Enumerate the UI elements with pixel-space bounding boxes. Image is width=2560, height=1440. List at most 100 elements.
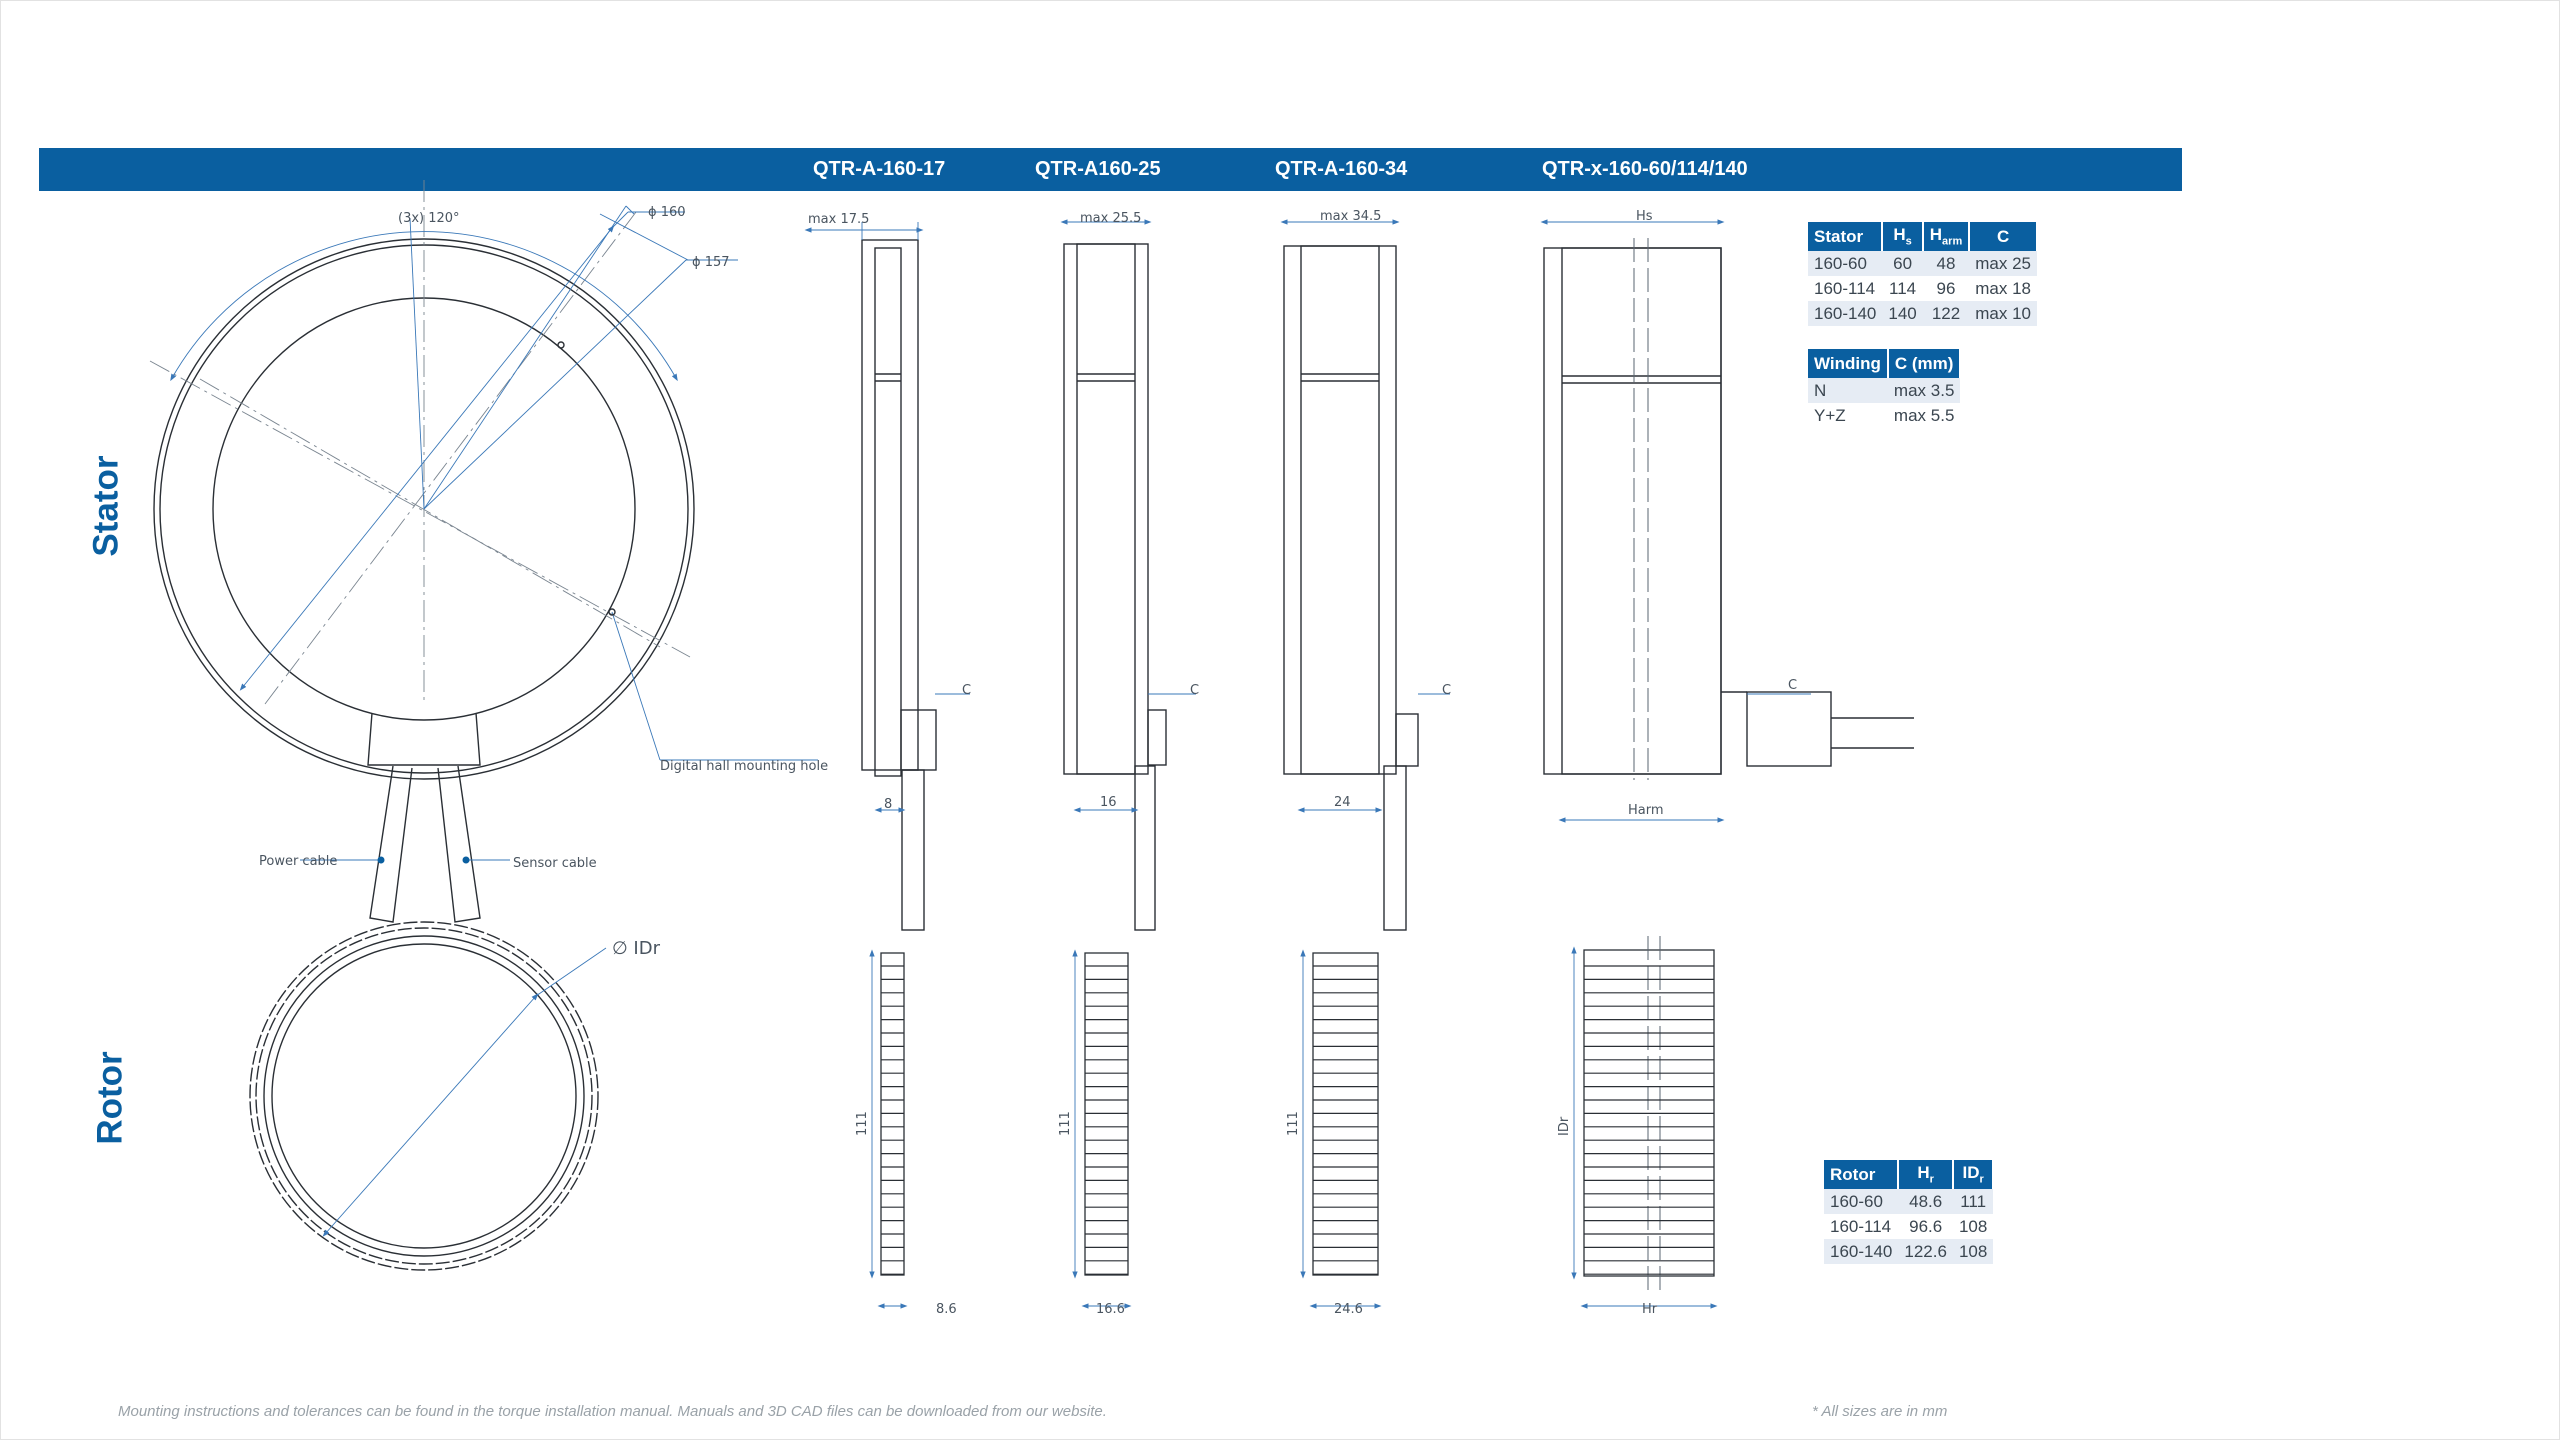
side25-bottom-label: 16 (1100, 795, 1117, 810)
rotor25-height-label: 111 (1058, 1111, 1073, 1136)
stator-side-view-x (1543, 238, 1914, 780)
side17-max-label: max 17.5 (808, 212, 869, 227)
table-row: 160-114 96.6 108 (1824, 1214, 1993, 1239)
header-main-text: H (1929, 225, 1943, 245)
stator-side-view-34 (1283, 245, 1419, 931)
model-title-160-17: QTR-A-160-17 (813, 158, 946, 180)
model-title-160-x: QTR-x-160-60/114/140 (1542, 158, 1748, 180)
inner-diameter-label: ϕ 157 (692, 255, 730, 270)
angle-dimension-label: (3x) 120° (398, 211, 460, 226)
table-cell: max 18 (1975, 278, 2031, 298)
rotor-table-header-cell: Rotor (1824, 1160, 1900, 1189)
rotor17-width-label: 8.6 (936, 1302, 957, 1317)
stator-side-view-17 (861, 239, 937, 931)
table-cell: 160-140 (1808, 301, 1883, 326)
table-cell: 96 (1936, 278, 1956, 298)
side17-bottom-label: 8 (884, 797, 892, 812)
sidex-harm-label: Harm (1628, 803, 1664, 818)
rotor-table-header-cell: Hr (1898, 1160, 1954, 1189)
table-cell: 111 (1952, 1189, 1994, 1214)
header-main-text: Rotor (1830, 1164, 1876, 1184)
table-cell: 96.6 (1909, 1216, 1943, 1236)
table-cell: 114 (1889, 278, 1917, 298)
header-main-text: ID (1962, 1163, 1980, 1183)
table-cell: 140 (1882, 301, 1923, 326)
side34-c-label: C (1442, 683, 1451, 698)
table-cell: max 10 (1969, 301, 2037, 326)
side25-max-label: max 25.5 (1080, 211, 1141, 226)
stator-front-view (149, 180, 818, 923)
footer-note: Mounting instructions and tolerances can… (118, 1403, 1107, 1420)
header-bar (39, 148, 2182, 191)
side34-max-label: max 34.5 (1320, 209, 1381, 224)
table-cell: 48 (1922, 251, 1970, 276)
model-title-160-34: QTR-A-160-34 (1275, 158, 1408, 180)
sidex-hs-label: Hs (1636, 209, 1653, 224)
rotor17-height-label: 111 (855, 1111, 870, 1136)
table-cell: 122.6 (1898, 1239, 1953, 1264)
winding-table-header-cell: Winding (1808, 349, 1889, 378)
header-subscript: s (1905, 235, 1912, 248)
header-main-text: C (mm) (1894, 353, 1954, 373)
sensor-cable-label: Sensor cable (513, 856, 597, 871)
side17-c-label: C (962, 683, 971, 698)
winding-table-header-row: Winding C (mm) (1808, 349, 1962, 378)
side25-c-label: C (1190, 683, 1199, 698)
header-main-text: Stator (1814, 226, 1864, 246)
table-cell: 122 (1922, 301, 1970, 326)
header-main-text: C (1996, 226, 2010, 246)
header-main-text: H (1917, 1163, 1930, 1183)
hall-hole-label: Digital hall mounting hole (660, 759, 828, 774)
rotorx-width-label: Hr (1642, 1302, 1658, 1317)
rotor-table-header-cell: IDr (1952, 1160, 1995, 1189)
rotor25-width-label: 16.6 (1096, 1302, 1125, 1317)
side34-bottom-label: 24 (1334, 795, 1351, 810)
stator-table-header-cell: Harm (1922, 222, 1971, 251)
model-title-160-25: QTR-A160-25 (1035, 158, 1161, 180)
stator-table-header-cell: Stator (1808, 222, 1884, 251)
table-cell: 48.6 (1898, 1189, 1953, 1214)
table-row: 160-114 114 96 max 18 (1808, 276, 2037, 301)
stator-table-header-cell: Hs (1882, 222, 1924, 251)
table-cell: 108 (1952, 1239, 1994, 1264)
power-cable-label: Power cable (259, 854, 337, 869)
header-main-text: H (1893, 225, 1906, 245)
table-cell: 160-60 (1808, 251, 1883, 276)
rotorx-height-label: IDr (1557, 1116, 1572, 1136)
header-subscript: r (1979, 1173, 1984, 1186)
table-cell: max 3.5 (1887, 378, 1961, 403)
table-cell: max 25 (1969, 251, 2037, 276)
table-cell: 160-114 (1830, 1216, 1892, 1236)
table-cell: max 5.5 (1893, 405, 1955, 425)
table-cell: 160-114 (1814, 278, 1876, 298)
rotor-front-view (249, 921, 599, 1271)
rotor-diameter-label: ∅ IDr (612, 938, 661, 959)
winding-table-header: Winding C (mm) (1808, 349, 1962, 378)
table-cell: 108 (1958, 1216, 1988, 1236)
rotor34-height-label: 111 (1286, 1111, 1301, 1136)
rotor34-width-label: 24.6 (1334, 1302, 1363, 1317)
table-cell: Y+Z (1814, 405, 1846, 425)
stator-side-view-25 (1063, 243, 1167, 931)
table-cell: 160-140 (1824, 1239, 1899, 1264)
table-cell: N (1808, 378, 1888, 403)
outer-diameter-label: ϕ 160 (648, 205, 686, 220)
header-main-text: Winding (1814, 353, 1881, 373)
header-subscript: arm (1942, 235, 1963, 248)
